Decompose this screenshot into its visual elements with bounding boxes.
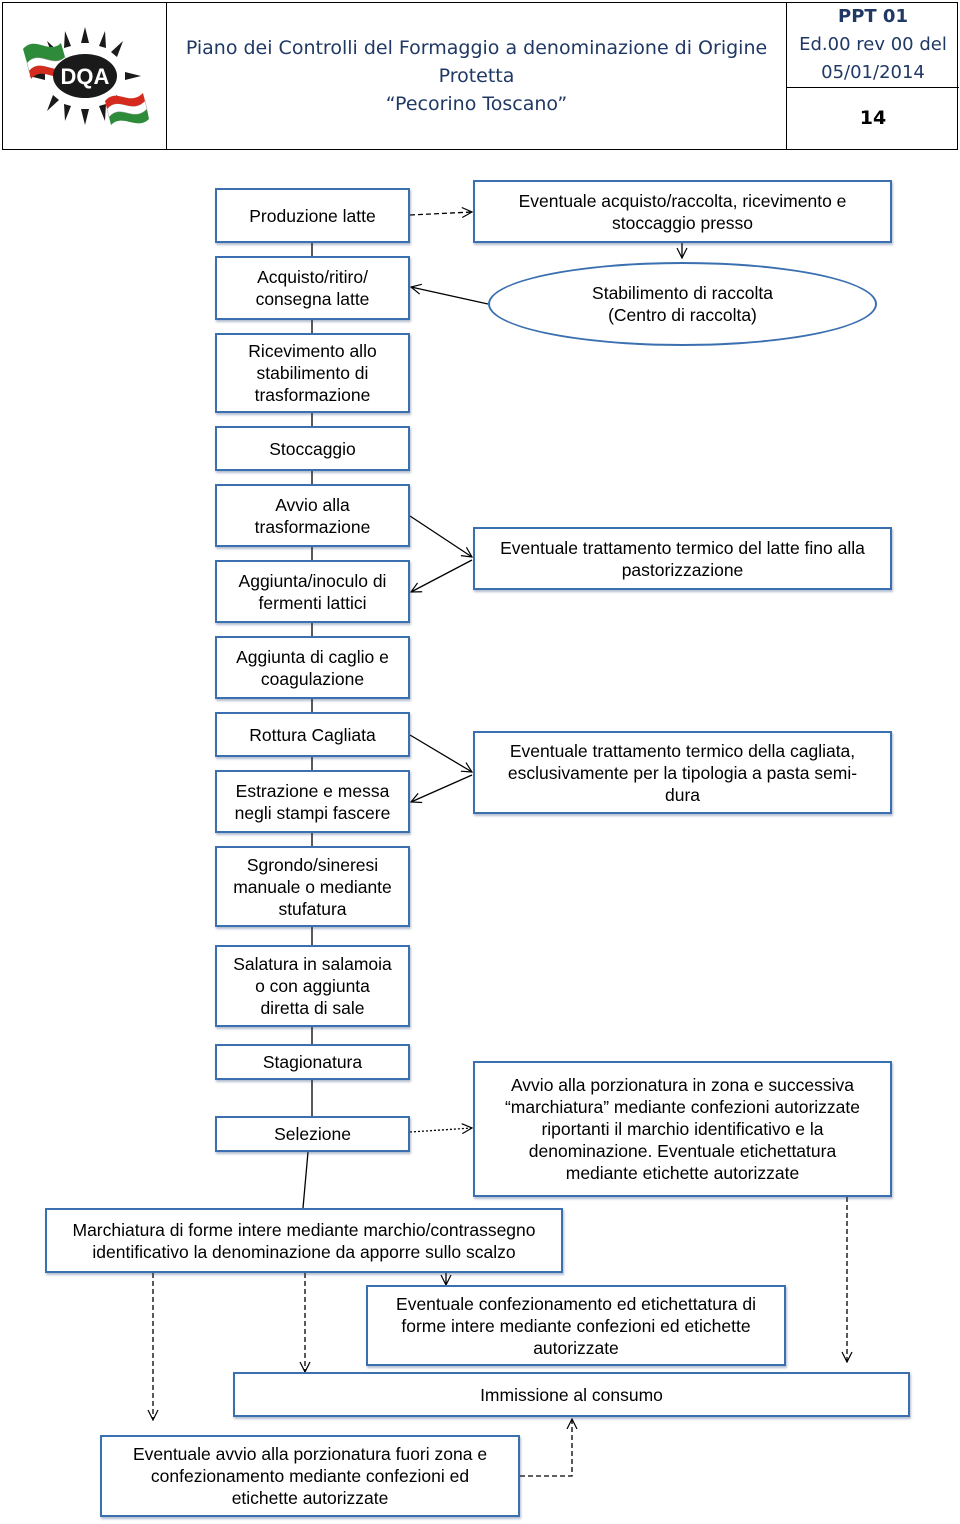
connector-arrow [411, 287, 489, 305]
step-trattamento-latte: Eventuale trattamento termico del latte … [473, 527, 892, 590]
title-line-1: Piano dei Controlli del Formaggio a deno… [185, 37, 768, 59]
document-code: PPT 01 Ed.00 rev 00 del 05/01/2014 [787, 3, 959, 88]
step-porzionatura-zona: Avvio alla porzionatura in zona e succes… [473, 1061, 892, 1197]
code-label: PPT 01 [838, 6, 908, 27]
step-ricevimento: Ricevimento allo stabilimento di trasfor… [215, 333, 410, 413]
step-produzione-latte: Produzione latte [215, 188, 410, 243]
connector-arrow [411, 559, 473, 592]
dqa-logo: DQA [22, 27, 149, 125]
step-marchiatura: Marchiatura di forme intere mediante mar… [45, 1208, 563, 1273]
connector-line [302, 1151, 309, 1209]
step-selezione: Selezione [215, 1116, 410, 1152]
page-number: 14 [859, 107, 887, 129]
step-porzionatura-fuori-zona: Eventuale avvio alla porzionatura fuori … [100, 1435, 520, 1517]
step-confezionamento: Eventuale confezionamento ed etichettatu… [366, 1285, 786, 1366]
step-trattamento-cagliata: Eventuale trattamento termico della cagl… [473, 731, 892, 814]
step-acquisto-ritiro: Acquisto/ritiro/ consegna latte [215, 256, 410, 320]
logo-cell: DQA [3, 3, 167, 149]
step-aggiunta-caglio: Aggiunta di caglio e coagulazione [215, 636, 410, 699]
connector-arrow [409, 734, 472, 772]
step-immissione-consumo: Immissione al consumo [233, 1372, 910, 1417]
step-salatura: Salatura in salamoia o con aggiunta dire… [215, 945, 410, 1027]
step-estrazione: Estrazione e messa negli stampi fascere [215, 770, 410, 833]
step-avvio-trasformazione: Avvio alla trasformazione [215, 484, 410, 547]
step-stoccaggio: Stoccaggio [215, 426, 410, 471]
date-label: 05/01/2014 [821, 62, 925, 83]
step-aggiunta-fermenti: Aggiunta/inoculo di fermenti lattici [215, 560, 410, 623]
connector-arrow [411, 774, 473, 802]
logo-text: DQA [60, 64, 109, 89]
document-code-cell: PPT 01 Ed.00 rev 00 del 05/01/2014 14 [787, 3, 959, 149]
step-rottura-cagliata: Rottura Cagliata [215, 712, 410, 757]
edition-label: Ed.00 rev 00 del [799, 34, 947, 55]
document-title: Piano dei Controlli del Formaggio a deno… [167, 3, 787, 149]
step-sgrondo: Sgrondo/sineresi manuale o mediante stuf… [215, 846, 410, 927]
connector-arrow [409, 212, 472, 215]
connector-arrow [520, 1419, 572, 1477]
title-line-3: “Pecorino Toscano” [385, 93, 568, 115]
step-stagionatura: Stagionatura [215, 1044, 410, 1080]
connector-arrow [409, 1128, 472, 1132]
document-header: DQA Piano dei Controlli del Formaggio a … [2, 2, 959, 150]
title-line-2: Protetta [438, 65, 515, 87]
connector-arrow [409, 515, 472, 557]
step-stabilimento-raccolta: Stabilimento di raccolta (Centro di racc… [488, 262, 877, 346]
step-eventuale-acquisto: Eventuale acquisto/raccolta, ricevimento… [473, 180, 892, 243]
